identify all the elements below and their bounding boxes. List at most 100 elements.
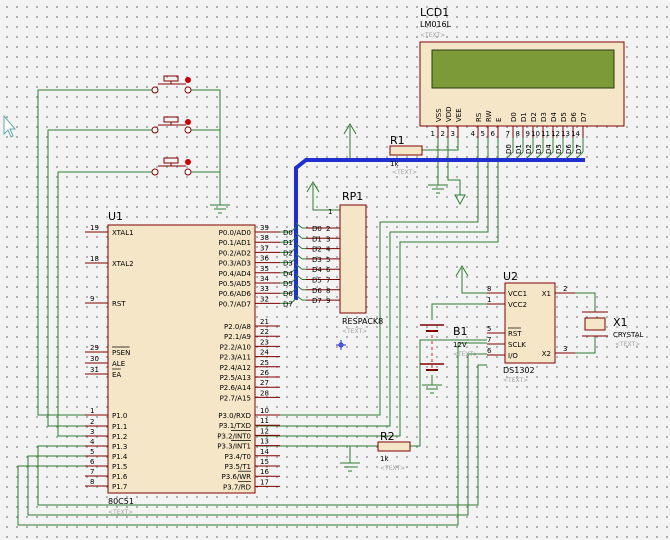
pin-number: 4 <box>326 246 331 254</box>
pin-number: 14 <box>571 130 580 138</box>
wires <box>17 89 596 526</box>
pin-name: P0.4/AD4 <box>219 270 252 278</box>
pin-name: P3.3/INT1 <box>217 443 251 451</box>
bus-entry <box>295 284 303 291</box>
pin-name: D2 <box>530 112 538 122</box>
pin-number: 6 <box>491 130 496 138</box>
pin-name: P2.5/A13 <box>220 374 251 382</box>
power-arrow-icon <box>306 181 320 196</box>
lcd-text-placeholder: <TEXT> <box>420 32 445 39</box>
pin-number: 23 <box>260 338 269 346</box>
pin-name: P2.2/A10 <box>220 343 251 351</box>
pin-name: VDD <box>445 106 453 122</box>
r1-value: 1k <box>390 160 399 168</box>
pin-number: 33 <box>260 285 269 293</box>
pin-name: RW <box>485 110 493 122</box>
pin-name: P3.5/T1 <box>225 463 251 471</box>
net-label: D6 <box>312 287 322 295</box>
pin-number: 6 <box>487 347 492 355</box>
pin-name: E <box>495 118 503 122</box>
pin-name: XTAL1 <box>112 229 134 237</box>
bus-entry <box>290 226 297 233</box>
net-label: D1 <box>283 239 293 247</box>
net-label: D7 <box>283 300 293 308</box>
pin-number: 12 <box>551 130 560 138</box>
pin-number: 32 <box>260 295 269 303</box>
net-label: D2 <box>283 249 293 257</box>
bus-entry <box>566 151 574 159</box>
pin-name: D4 <box>550 112 558 122</box>
u1-ref: U1 <box>108 210 123 223</box>
bus-entry <box>506 151 514 159</box>
pin-number: 1 <box>431 130 435 138</box>
pin-number: 27 <box>260 379 269 387</box>
pin-name: D1 <box>520 112 528 122</box>
bus-entry <box>295 274 303 280</box>
b1-text-placeholder: <TEXT> <box>453 351 478 358</box>
bus-entry <box>516 151 524 159</box>
net-label: D5 <box>283 280 293 288</box>
pin-name: RST <box>112 300 126 308</box>
x1-part: CRYSTAL <box>613 331 644 339</box>
pin-number: 3 <box>563 345 567 353</box>
lcd-component: LCD1 LM016L <TEXT> VSS1VDD2VEE3RS4RW5E6D… <box>419 6 625 138</box>
pin-name: X2 <box>542 350 551 358</box>
pin-name: RS <box>475 112 483 122</box>
pin-name: P1.6 <box>112 473 128 481</box>
u1-microcontroller: U1 80C51 <TEXT> 19XTAL118XTAL29RST29PSEN… <box>85 210 293 516</box>
bus-entry <box>295 294 303 301</box>
u2-rtc: U2 DS1302 <TEXT> 8VCC11VCC25RST7SCLK6I/O… <box>487 270 575 384</box>
ground-symbol <box>428 184 448 194</box>
b1-ref: B1 <box>453 325 468 338</box>
pin-name: P2.3/A11 <box>220 354 251 362</box>
pin-name: P3.6/WR <box>222 473 252 481</box>
net-label: D3 <box>283 260 293 268</box>
bus-entry <box>290 298 297 304</box>
pin-number: 6 <box>326 266 331 274</box>
pin-number: 10 <box>260 407 269 415</box>
x1-ref: X1 <box>613 316 628 329</box>
net-label: D4 <box>283 270 293 278</box>
battery-b1: B1 12V <TEXT> <box>420 324 478 371</box>
pin-name: D0 <box>510 112 518 122</box>
pin-name: P0.0/AD0 <box>219 229 251 237</box>
net-label: D0 <box>283 229 293 237</box>
u2-ref: U2 <box>503 270 518 283</box>
net-label: D4 <box>545 144 553 154</box>
pin-name: P1.1 <box>112 423 127 431</box>
u1-part: 80C51 <box>108 497 134 506</box>
pin-number: 26 <box>260 369 269 377</box>
pin-name: X1 <box>542 290 551 298</box>
pin-name: P3.4/T0 <box>225 453 251 461</box>
pin-number: 31 <box>90 366 99 374</box>
pin-number: 3 <box>90 428 94 436</box>
bus-entry <box>576 151 584 159</box>
pin-number: 29 <box>90 344 99 352</box>
pin-number: 39 <box>260 224 269 232</box>
bus-entry <box>556 151 564 159</box>
pin-number: 36 <box>260 255 269 263</box>
net-label: D0 <box>312 225 322 233</box>
bus-entries-u1 <box>280 222 306 304</box>
pin-name: P1.7 <box>112 483 127 491</box>
push-button <box>151 75 192 94</box>
net-label: D1 <box>515 144 523 154</box>
pin-name: P3.7/RD <box>223 483 251 491</box>
pin-name: EA <box>112 371 121 379</box>
data-bus <box>294 158 585 300</box>
pin-name: VEE <box>455 108 463 122</box>
pin-number: 9 <box>526 130 530 138</box>
pin-name: RST <box>508 330 522 338</box>
crosshair-marker-icon <box>336 340 346 350</box>
net-label: D3 <box>312 256 322 264</box>
pin-number: 5 <box>481 130 485 138</box>
push-button <box>151 157 192 176</box>
bus-entry <box>295 222 303 229</box>
pin-name: D3 <box>540 112 548 122</box>
ground-symbol <box>210 204 230 214</box>
pin-number: 3 <box>326 235 330 243</box>
net-label: D6 <box>565 144 573 154</box>
pin-name: P2.7/A15 <box>220 394 251 402</box>
